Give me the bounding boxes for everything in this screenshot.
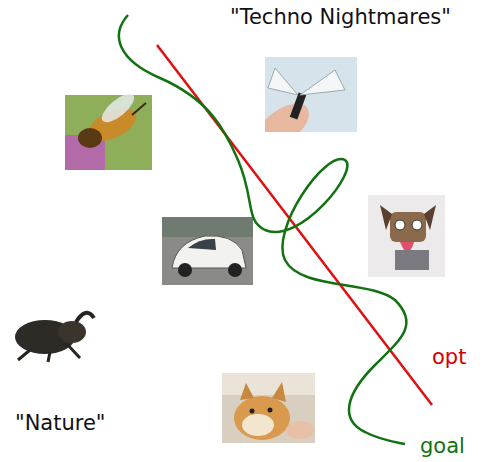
curve-label: goal xyxy=(420,434,465,458)
curve-label: opt xyxy=(432,345,466,369)
robot-dog-photo xyxy=(368,195,445,277)
car-photo xyxy=(162,217,253,285)
bee-photo xyxy=(65,89,152,170)
robofly-photo xyxy=(265,57,357,132)
region-label: "Nature" xyxy=(15,411,106,435)
beetle-photo xyxy=(5,305,97,363)
region-label: "Techno Nightmares" xyxy=(230,5,451,29)
goal-curve xyxy=(119,15,407,444)
doge-photo xyxy=(222,373,315,443)
